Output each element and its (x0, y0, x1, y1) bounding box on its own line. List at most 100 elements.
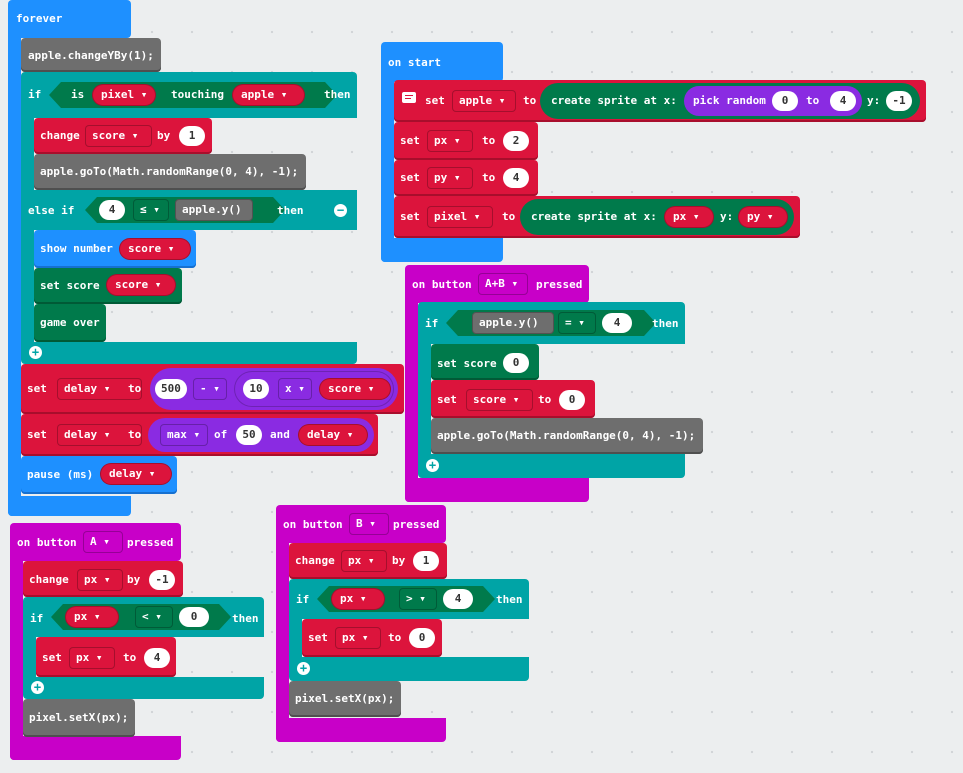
score-dropdown[interactable]: score ▾ (85, 125, 152, 147)
change-px-block[interactable]: change px ▾ by -1 (23, 561, 183, 597)
number-input[interactable]: 0 (503, 353, 529, 373)
delay-variable[interactable]: delay ▾ (100, 463, 172, 485)
code-apple-changeyby[interactable]: apple.changeYBy(1); (21, 38, 161, 72)
operator-dropdown[interactable]: > ▾ (399, 588, 437, 610)
pause-block[interactable]: pause (ms) delay ▾ (21, 456, 177, 494)
number-input[interactable]: 500 (155, 379, 187, 399)
is-touching-condition[interactable]: is pixel ▾ touching apple ▾ (49, 82, 337, 108)
operator-dropdown[interactable]: = ▾ (558, 312, 596, 334)
create-sprite-reporter[interactable]: create sprite at x: pick random 0 to 4 y… (540, 83, 920, 119)
number-input[interactable]: 50 (236, 425, 262, 445)
plus-circle-icon[interactable]: + (297, 662, 310, 675)
if-block[interactable]: if px ▾ > ▾ 4 then (289, 579, 529, 619)
set-pixel-block[interactable]: set pixel ▾ to create sprite at x: px ▾ … (394, 196, 800, 238)
if-block[interactable]: if is pixel ▾ touching apple ▾ then (21, 72, 357, 118)
if-block[interactable]: if apple.y() = ▾ 4 then (418, 302, 685, 344)
number-input[interactable]: -1 (149, 570, 175, 590)
code-apple-goto[interactable]: apple.goTo(Math.randomRange(0, 4), -1); (34, 154, 306, 190)
set-px-block[interactable]: set px ▾ to 2 (394, 122, 538, 160)
apple-variable[interactable]: apple ▾ (232, 84, 305, 106)
on-button-b-hat[interactable]: on button B ▾ pressed (276, 505, 446, 543)
code-apple-goto[interactable]: apple.goTo(Math.randomRange(0, 4), -1); (431, 418, 703, 454)
px-variable[interactable]: px ▾ (664, 206, 714, 228)
on-button-ab-hat[interactable]: on button A+B ▾ pressed (405, 265, 589, 303)
number-input[interactable]: 4 (443, 589, 473, 609)
function-dropdown[interactable]: max ▾ (160, 424, 208, 446)
pick-random-reporter[interactable]: pick random 0 to 4 (684, 86, 862, 116)
set-delay-block[interactable]: set delay ▾ to 500 - ▾ 10 x ▾ score ▾ (21, 364, 404, 414)
game-over-block[interactable]: game over (34, 304, 106, 342)
number-input[interactable]: 1 (413, 551, 439, 571)
change-px-block[interactable]: change px ▾ by 1 (289, 543, 447, 579)
operator-dropdown[interactable]: - ▾ (193, 378, 227, 400)
operator-dropdown[interactable]: x ▾ (278, 378, 312, 400)
operator-dropdown[interactable]: < ▾ (135, 606, 173, 628)
number-input[interactable]: 0 (772, 91, 798, 111)
apple-dropdown[interactable]: apple ▾ (452, 90, 516, 112)
operator-dropdown[interactable]: ≤ ▾ (133, 199, 169, 221)
set-py-block[interactable]: set py ▾ to 4 (394, 160, 538, 196)
plus-circle-icon[interactable]: + (426, 459, 439, 472)
plus-circle-icon[interactable]: + (29, 346, 42, 359)
set-px-block[interactable]: set px ▾ to 4 (36, 637, 176, 677)
if-block[interactable]: if px ▾ < ▾ 0 then (23, 597, 264, 637)
apple-y-reporter[interactable]: apple.y() (472, 312, 554, 334)
number-input[interactable]: 4 (99, 200, 125, 220)
score-variable[interactable]: score ▾ (106, 274, 176, 296)
apple-y-reporter[interactable]: apple.y() (175, 199, 253, 221)
times-operation[interactable]: 10 x ▾ score ▾ (234, 371, 394, 407)
max-operation[interactable]: max ▾ of 50 and delay ▾ (148, 418, 374, 452)
code-pixel-setx[interactable]: pixel.setX(px); (23, 699, 135, 737)
number-input[interactable]: 1 (179, 126, 205, 146)
code-pixel-setx[interactable]: pixel.setX(px); (289, 681, 401, 717)
delay-variable[interactable]: delay ▾ (298, 424, 368, 446)
px-dropdown[interactable]: px ▾ (69, 647, 115, 669)
score-variable[interactable]: score ▾ (319, 378, 391, 400)
number-input[interactable]: 0 (409, 628, 435, 648)
set-score-variable-block[interactable]: set score ▾ to 0 (431, 380, 595, 418)
number-input[interactable]: 4 (503, 168, 529, 188)
px-dropdown[interactable]: px ▾ (427, 130, 473, 152)
py-dropdown[interactable]: py ▾ (427, 167, 473, 189)
compare-condition[interactable]: px ▾ < ▾ 0 (51, 604, 231, 630)
number-input[interactable]: 4 (144, 648, 170, 668)
score-variable[interactable]: score ▾ (119, 238, 191, 260)
number-input[interactable]: 10 (243, 379, 269, 399)
py-variable[interactable]: py ▾ (738, 206, 788, 228)
minus-operation[interactable]: 500 - ▾ 10 x ▾ score ▾ (150, 368, 398, 410)
px-dropdown[interactable]: px ▾ (341, 550, 387, 572)
set-score-block[interactable]: set score score ▾ (34, 268, 182, 304)
on-start-hat[interactable]: on start (381, 42, 503, 82)
button-dropdown[interactable]: B ▾ (349, 513, 389, 535)
comment-icon[interactable] (402, 92, 416, 103)
change-score-block[interactable]: change score ▾ by 1 (34, 118, 212, 154)
set-apple-block[interactable]: set apple ▾ to create sprite at x: pick … (394, 80, 926, 122)
pixel-dropdown[interactable]: pixel ▾ (427, 206, 493, 228)
minus-circle-icon[interactable]: − (334, 204, 347, 217)
compare-condition[interactable]: apple.y() = ▾ 4 (446, 310, 656, 336)
button-dropdown[interactable]: A ▾ (83, 531, 123, 553)
compare-condition[interactable]: px ▾ > ▾ 4 (317, 586, 495, 612)
on-button-a-hat[interactable]: on button A ▾ pressed (10, 523, 181, 561)
plus-circle-icon[interactable]: + (31, 681, 44, 694)
button-dropdown[interactable]: A+B ▾ (478, 273, 528, 295)
forever-hat[interactable]: forever (8, 0, 131, 38)
else-if-row[interactable]: else if 4 ≤ ▾ apple.y() then − (21, 190, 357, 230)
show-number-block[interactable]: show number score ▾ (34, 230, 196, 268)
set-px-block[interactable]: set px ▾ to 0 (302, 619, 442, 657)
px-dropdown[interactable]: px ▾ (77, 569, 123, 591)
score-dropdown[interactable]: score ▾ (466, 389, 533, 411)
px-dropdown[interactable]: px ▾ (335, 627, 381, 649)
number-input[interactable]: 4 (830, 91, 856, 111)
px-variable[interactable]: px ▾ (65, 606, 119, 628)
set-delay-max-block[interactable]: set delay ▾ to max ▾ of 50 and delay ▾ (21, 414, 378, 456)
delay-dropdown[interactable]: delay ▾ (57, 378, 142, 400)
number-input[interactable]: 2 (503, 131, 529, 151)
create-sprite-reporter[interactable]: create sprite at x: px ▾ y: py ▾ (520, 199, 794, 235)
number-input[interactable]: -1 (886, 91, 912, 111)
px-variable[interactable]: px ▾ (331, 588, 385, 610)
delay-dropdown[interactable]: delay ▾ (57, 424, 142, 446)
compare-condition[interactable]: 4 ≤ ▾ apple.y() (85, 197, 285, 223)
set-score-block[interactable]: set score 0 (431, 344, 539, 380)
pixel-variable[interactable]: pixel ▾ (92, 84, 156, 106)
